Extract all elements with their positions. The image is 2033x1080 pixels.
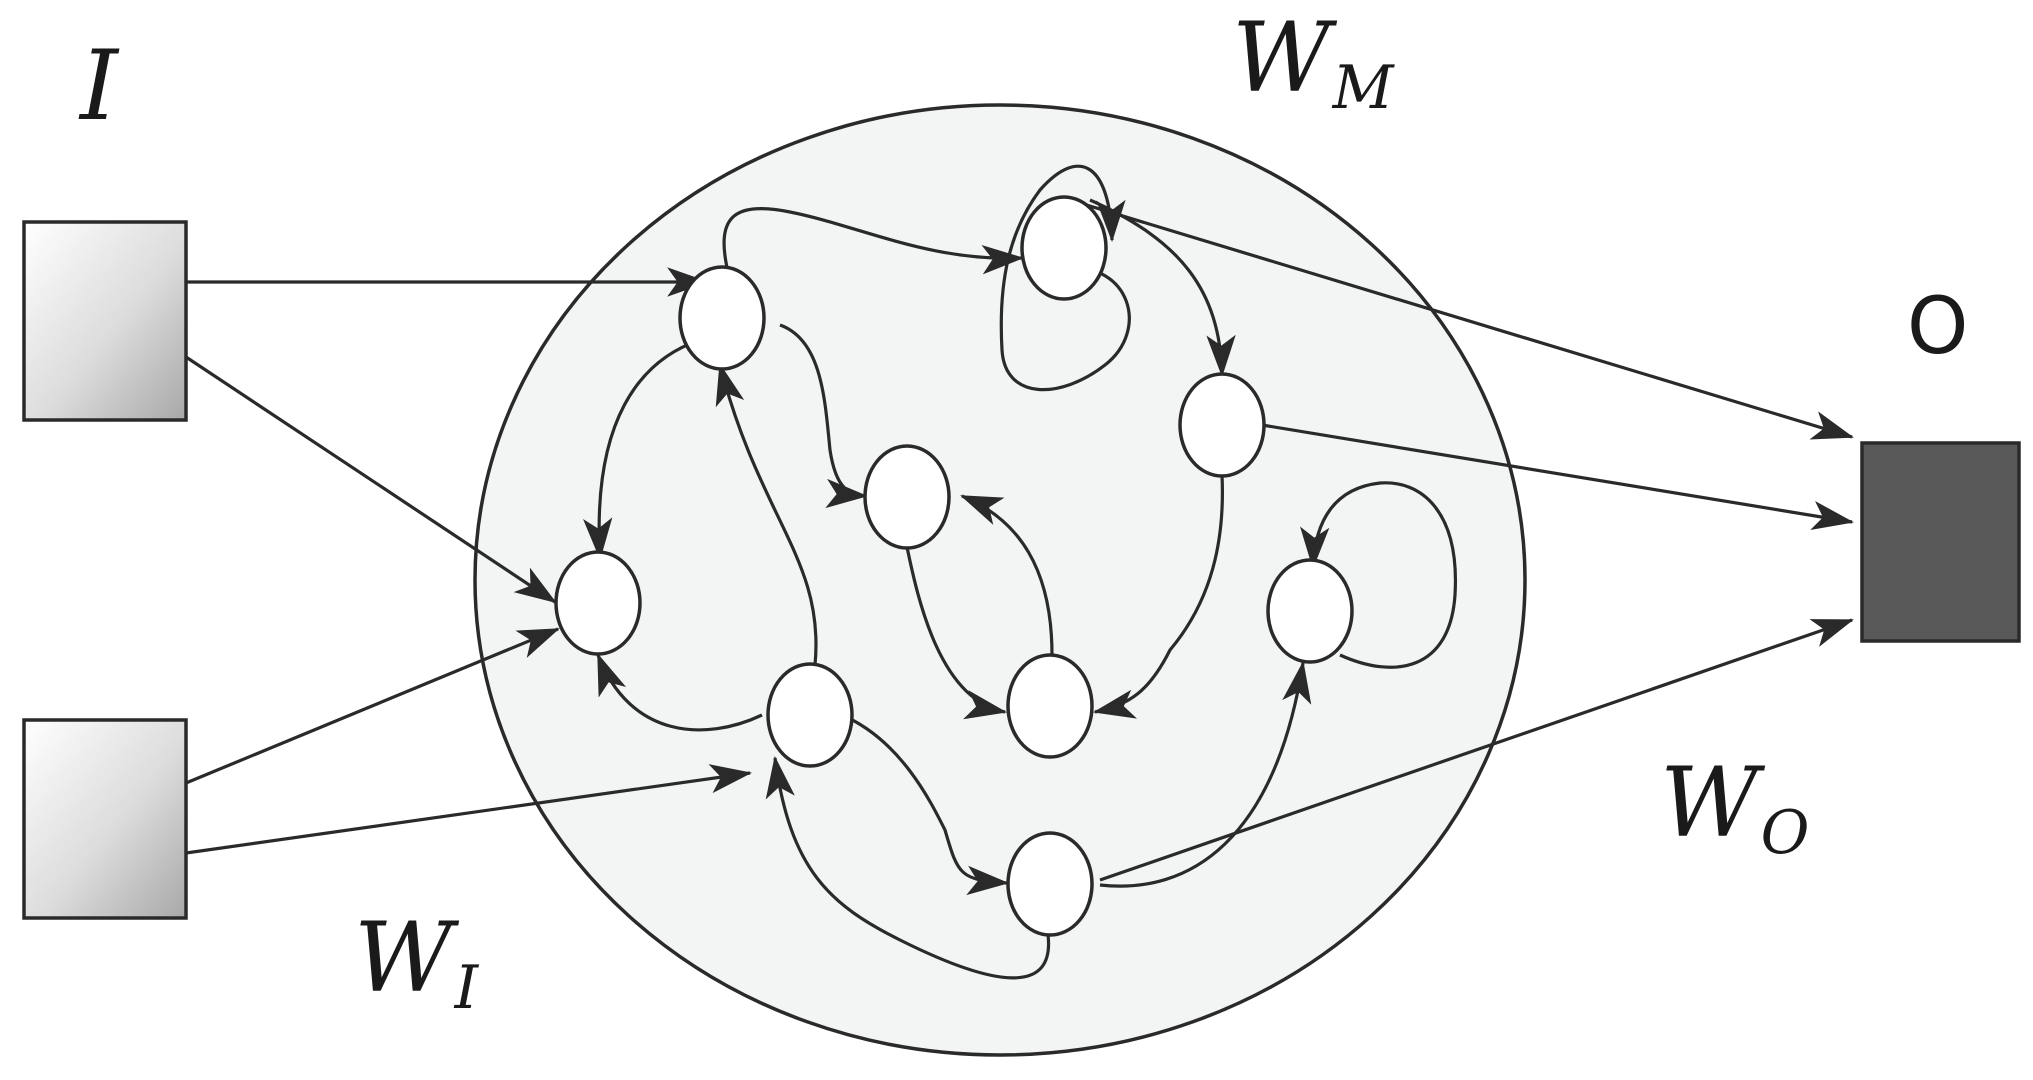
neuron-e — [863, 444, 951, 550]
input-edge-2-to-d — [185, 627, 560, 785]
output-edge-h-to-out — [1099, 618, 1854, 882]
output-weights-label: WO — [1660, 755, 1809, 863]
neuron-h — [1006, 831, 1094, 937]
reservoir-edge-a-to-d — [583, 338, 701, 561]
input-unit-1 — [22, 220, 188, 422]
output-edge-b-to-out — [1069, 198, 1855, 440]
reservoir-weights-label: WM — [1232, 10, 1394, 118]
reservoir-edge-i-self-loop — [1300, 481, 1457, 669]
input-weights-subscript: I — [454, 953, 479, 1023]
reservoir-edge-b-self-loop — [999, 164, 1131, 392]
neuron-d — [554, 550, 642, 656]
output-label: O — [1907, 288, 1968, 366]
output-weights-symbol: W — [1660, 747, 1759, 859]
reservoir-edge-g-to-d — [596, 653, 763, 732]
neuron-b — [1020, 195, 1108, 301]
input-unit-2 — [22, 718, 188, 920]
output-unit — [1860, 441, 2021, 643]
reservoir-weights-symbol: W — [1232, 2, 1331, 114]
input-weights-label: WI — [354, 910, 478, 1018]
reservoir-edge-e-to-f — [905, 546, 1008, 720]
reservoir-weights-subscript: M — [1332, 53, 1394, 123]
reservoir-edge-h-to-i — [1099, 660, 1312, 888]
input-weights-symbol: W — [354, 902, 453, 1014]
input-label-text: I — [80, 30, 118, 142]
output-label-text: O — [1907, 282, 1969, 372]
reservoir-edge-f-to-e — [960, 494, 1054, 656]
reservoir-edge-a-to-b — [722, 207, 1025, 275]
input-label: I — [80, 38, 118, 134]
neuron-g — [766, 662, 854, 768]
neuron-c — [1178, 372, 1266, 478]
input-edge-2-to-h — [185, 764, 753, 855]
neuron-f — [1006, 653, 1094, 759]
reservoir-edge-g-to-a — [715, 362, 818, 666]
reservoir-edge-g-to-h — [841, 713, 1010, 896]
input-edge-1-to-d — [185, 355, 557, 604]
reservoir-edge-a-to-e — [779, 323, 869, 509]
neuron-i — [1266, 558, 1354, 664]
reservoir-edge-c-to-f — [1092, 474, 1224, 719]
output-weights-subscript: O — [1760, 798, 1810, 868]
neuron-a — [678, 265, 766, 371]
output-edge-c-to-out — [1261, 423, 1855, 531]
reservoir-edge-h-to-g — [765, 755, 1051, 980]
